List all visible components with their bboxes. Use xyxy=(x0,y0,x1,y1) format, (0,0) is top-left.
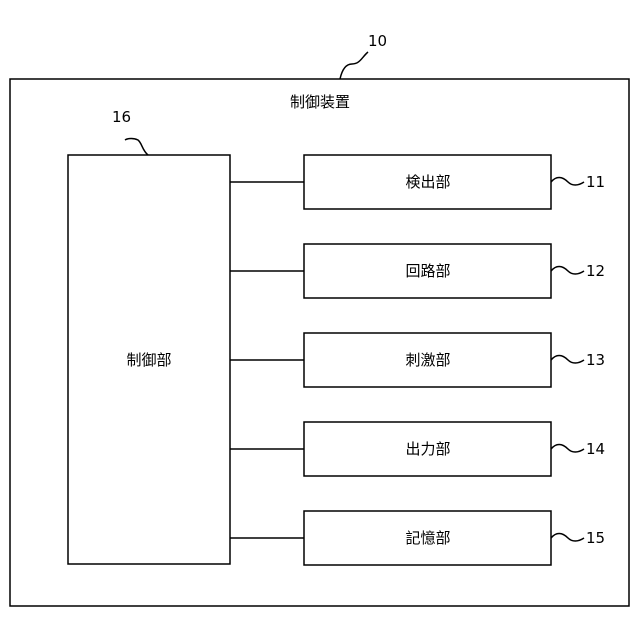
unit-label: 記憶部 xyxy=(405,529,450,547)
unit-label: 回路部 xyxy=(405,262,450,280)
device-ref-number: 10 xyxy=(368,32,387,50)
unit-label: 出力部 xyxy=(405,440,450,458)
unit-ref-number: 11 xyxy=(586,173,605,191)
device-title: 制御装置 xyxy=(290,93,350,111)
unit-label: 刺激部 xyxy=(405,351,450,369)
unit-ref-number: 15 xyxy=(586,529,605,547)
controller-ref-number: 16 xyxy=(112,108,131,126)
unit-label: 検出部 xyxy=(405,173,450,191)
unit-ref-number: 14 xyxy=(586,440,605,458)
unit-ref-number: 13 xyxy=(586,351,605,369)
device-ref-leader xyxy=(340,52,368,79)
unit-ref-number: 12 xyxy=(586,262,605,280)
controller-label: 制御部 xyxy=(126,351,171,369)
